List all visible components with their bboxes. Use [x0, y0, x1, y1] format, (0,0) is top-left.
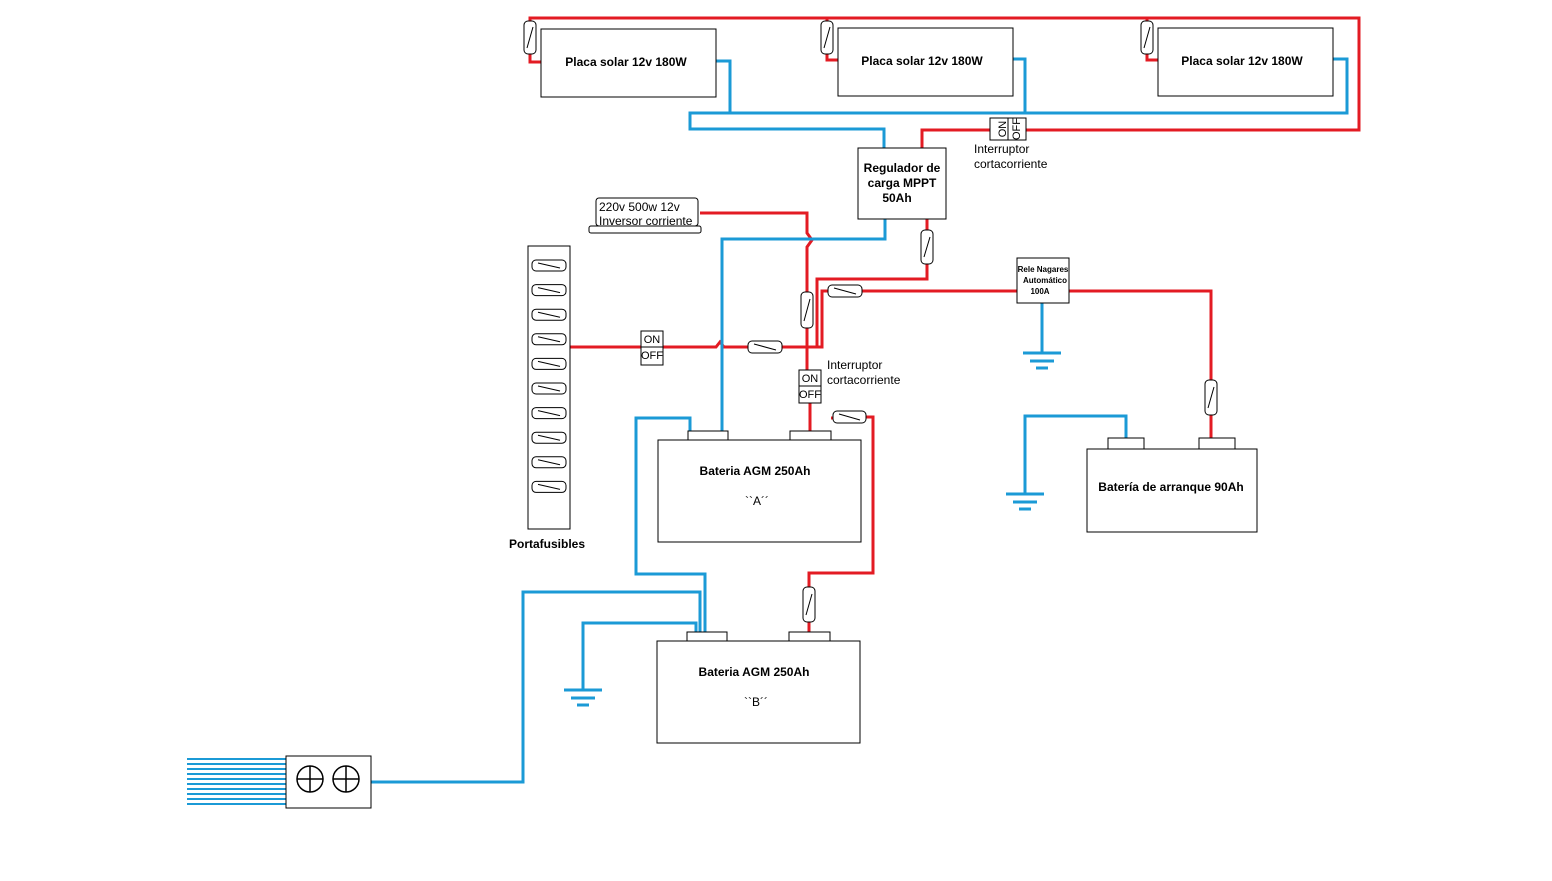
- relay-line1: Rele Nagares: [1018, 265, 1069, 274]
- wire-panel3-pos-b: [1145, 53, 1158, 62]
- relay: Rele Nagares Automático 100A: [1016, 257, 1070, 304]
- switch-top: ON OFF: [989, 117, 1027, 141]
- fuse-icon: [820, 20, 834, 55]
- socket-1: [296, 765, 324, 793]
- fuse-box: Portafusibles: [509, 245, 585, 551]
- cable-strands: [187, 758, 286, 805]
- solar-panel-2: Placa solar 12v 180W: [837, 27, 1014, 97]
- wire-regulator-neg: [720, 219, 887, 431]
- solar-panel-1: Placa solar 12v 180W: [540, 28, 717, 98]
- switch-middle: ON OFF: [798, 369, 822, 404]
- socket-2: [332, 765, 360, 793]
- switch-middle-on: ON: [802, 373, 819, 385]
- wire-fusebox-feed-b: [663, 339, 748, 349]
- wire-battB-ground: [581, 621, 698, 690]
- solar-panel-3: Placa solar 12v 180W: [1157, 27, 1334, 97]
- connector-icon: [187, 755, 372, 809]
- fuse-icon: [531, 259, 567, 272]
- fuse-icon: [800, 291, 814, 329]
- wire-inverter-pos: [700, 211, 814, 292]
- switch-top-label-line1: Interruptor: [974, 142, 1029, 156]
- fuse-icon: [531, 333, 567, 346]
- positive-wires: [528, 16, 1361, 632]
- relay-line3: 100A: [1030, 287, 1049, 296]
- fuse-icon: [802, 586, 816, 623]
- inverter-icon: 220v 500w 12v Inversor corriente: [588, 197, 702, 234]
- switch-fusebox-off: OFF: [641, 350, 663, 362]
- switch-middle-off: OFF: [799, 389, 821, 401]
- wire-panel3-neg: [688, 57, 1349, 148]
- solar-panel-3-label: Placa solar 12v 180W: [1181, 54, 1303, 68]
- regulator-line3: 50Ah: [882, 191, 911, 205]
- fuse-icon: [531, 308, 567, 321]
- fusebox-slots: [531, 259, 567, 493]
- battery-b-line2: ``B´´: [744, 695, 768, 709]
- fuse-icon: [747, 340, 783, 354]
- battery-a: Bateria AGM 250Ah ``A´´: [657, 430, 862, 543]
- battery-a-line2: ``A´´: [745, 494, 769, 508]
- ground-icon: [564, 688, 602, 707]
- inline-fuses: [523, 20, 1218, 623]
- wire-starter-neg: [1023, 414, 1128, 494]
- starter-battery: Batería de arranque 90Ah: [1086, 437, 1258, 533]
- fuse-icon: [523, 20, 537, 55]
- fuse-icon: [827, 284, 863, 298]
- switch-middle-label-line2: cortacorriente: [827, 373, 901, 387]
- wire-relay-out: [1069, 289, 1213, 380]
- wire-panel2-pos-b: [825, 53, 838, 62]
- mppt-regulator: Regulador de carga MPPT 50Ah: [857, 147, 947, 220]
- wire-battA-to-battB-b: [807, 415, 875, 587]
- ground-icon: [1006, 492, 1044, 511]
- wire-relay-in: [817, 289, 828, 349]
- wire-regulator-out-b: [815, 264, 929, 347]
- regulator-line2: carga MPPT: [868, 176, 937, 190]
- switch-top-label-line2: cortacorriente: [974, 157, 1048, 171]
- fuse-icon: [531, 357, 567, 370]
- fuse-icon: [531, 407, 567, 420]
- solar-panel-1-label: Placa solar 12v 180W: [565, 55, 687, 69]
- inverter-line1: 220v 500w 12v: [599, 200, 680, 214]
- wire-panel1-neg: [716, 59, 732, 113]
- inverter-line2: Inversor corriente: [599, 214, 693, 228]
- relay-line2: Automático: [1023, 276, 1067, 285]
- wire-battA-neg-loop: [634, 416, 707, 632]
- battery-b: Bateria AGM 250Ah ``B´´: [656, 631, 861, 744]
- starter-battery-label: Batería de arranque 90Ah: [1098, 480, 1243, 494]
- wire-panel1-pos: [528, 53, 541, 64]
- battery-b-line1: Bateria AGM 250Ah: [699, 665, 810, 679]
- fuse-icon: [1140, 20, 1154, 55]
- ground-icon: [1023, 351, 1061, 370]
- fuse-icon: [531, 382, 567, 395]
- wire-panel2-neg: [1013, 57, 1027, 113]
- switch-top-on: ON: [997, 121, 1009, 138]
- fuse-icon: [531, 284, 567, 297]
- fuse-icon: [832, 410, 867, 424]
- switch-middle-label-line1: Interruptor: [827, 358, 882, 372]
- fuse-icon: [531, 456, 567, 469]
- switch-fusebox-on: ON: [644, 334, 661, 346]
- fusebox-label: Portafusibles: [509, 537, 585, 551]
- battery-a-line1: Bateria AGM 250Ah: [700, 464, 811, 478]
- switch-top-off: OFF: [1011, 118, 1023, 140]
- fuse-icon: [1204, 379, 1218, 416]
- switch-fusebox: ON OFF: [640, 330, 664, 366]
- regulator-line1: Regulador de: [864, 161, 941, 175]
- wire-battB-neg-outlet: [371, 590, 702, 784]
- wire-top-loop: [528, 16, 1361, 148]
- fuse-icon: [531, 431, 567, 444]
- fuse-icon: [531, 480, 567, 493]
- negative-wires: [371, 57, 1349, 784]
- solar-panel-2-label: Placa solar 12v 180W: [861, 54, 983, 68]
- fuse-icon: [920, 229, 934, 265]
